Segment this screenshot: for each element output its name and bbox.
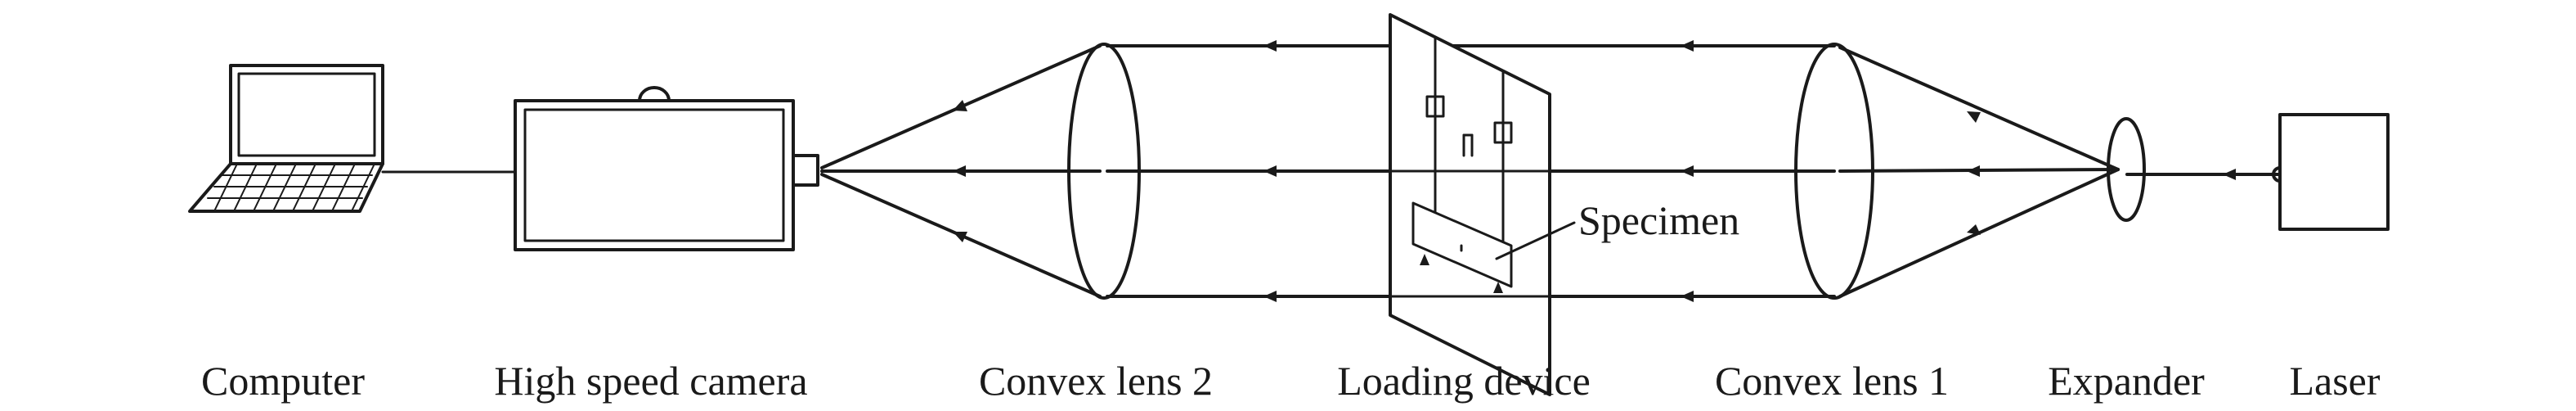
convex-lens-1-label: Convex lens 1: [1715, 358, 1949, 404]
laptop-computer-icon: [188, 64, 384, 213]
loading-device-label: Loading device: [1337, 358, 1591, 404]
expander-label: Expander: [2048, 358, 2205, 404]
specimen-label: Specimen: [1578, 197, 1739, 243]
loading-device-icon: [1389, 13, 1576, 396]
beam-direction-arrows: [953, 40, 2236, 302]
laser-label: Laser: [2289, 358, 2380, 404]
computer-label: Computer: [201, 358, 365, 404]
high-speed-camera-icon: [514, 86, 819, 251]
laser-icon: [2272, 113, 2390, 231]
camera-label: High speed camera: [494, 358, 807, 404]
convex-lens-2-label: Convex lens 2: [979, 358, 1213, 404]
